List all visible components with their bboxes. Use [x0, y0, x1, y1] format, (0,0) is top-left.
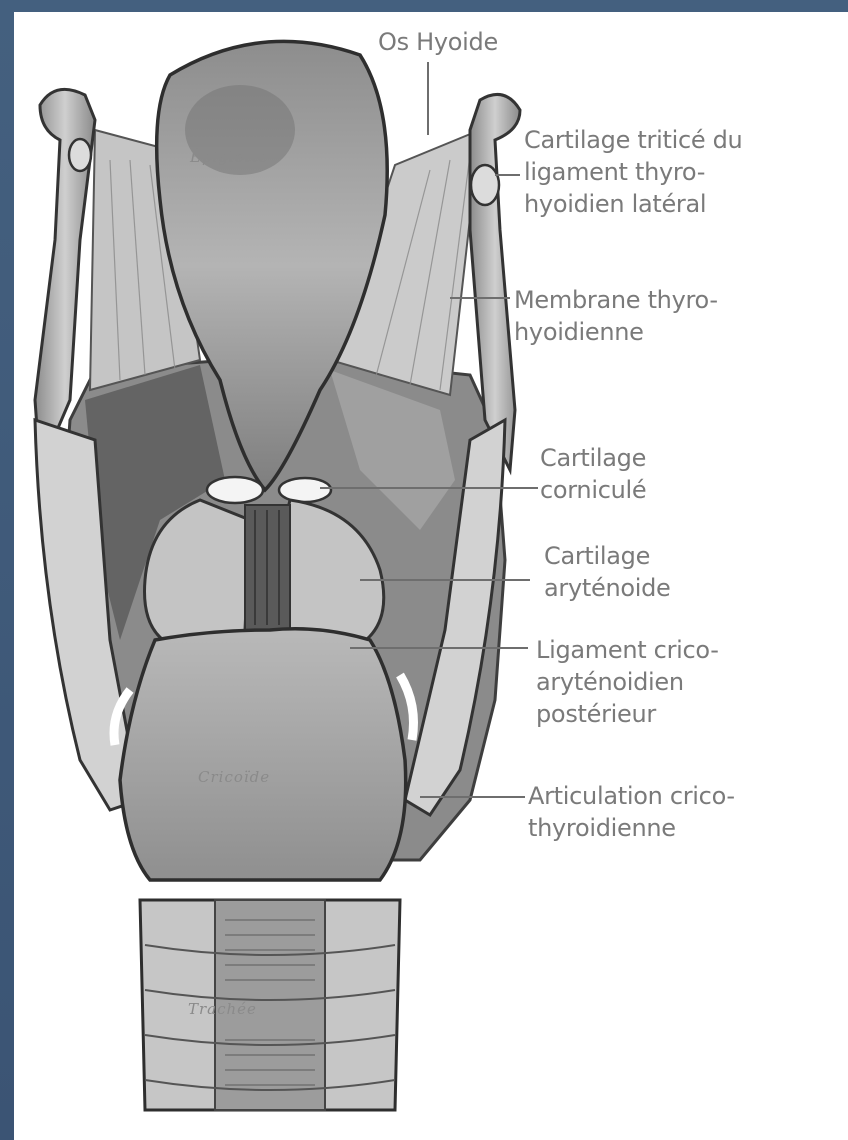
right-corniculate — [279, 478, 331, 502]
engraved-trachee: Trachée — [188, 1000, 257, 1018]
label-os-hyoide: Os Hyoide — [378, 26, 498, 58]
triticeous-cartilage — [471, 165, 499, 205]
label-cartilage-cornicule: Cartilage corniculé — [540, 442, 646, 506]
label-ligament-crico-arytenoidien: Ligament crico- aryténoidien postérieur — [536, 634, 719, 730]
cricoid-cartilage — [120, 629, 406, 880]
label-cartilage-triticee: Cartilage triticé du ligament thyro- hyo… — [524, 124, 742, 220]
engraved-epiglotte: Épiglotte — [190, 148, 269, 166]
label-articulation-crico-thyroidienne: Articulation crico- thyroidienne — [528, 780, 735, 844]
engraved-cricoide: Cricoïde — [198, 768, 270, 786]
label-cartilage-arytenoide: Cartilage aryténoide — [544, 540, 671, 604]
left-corniculate — [207, 477, 263, 503]
label-membrane-thyro-hyoidienne: Membrane thyro- hyoidienne — [514, 284, 718, 348]
